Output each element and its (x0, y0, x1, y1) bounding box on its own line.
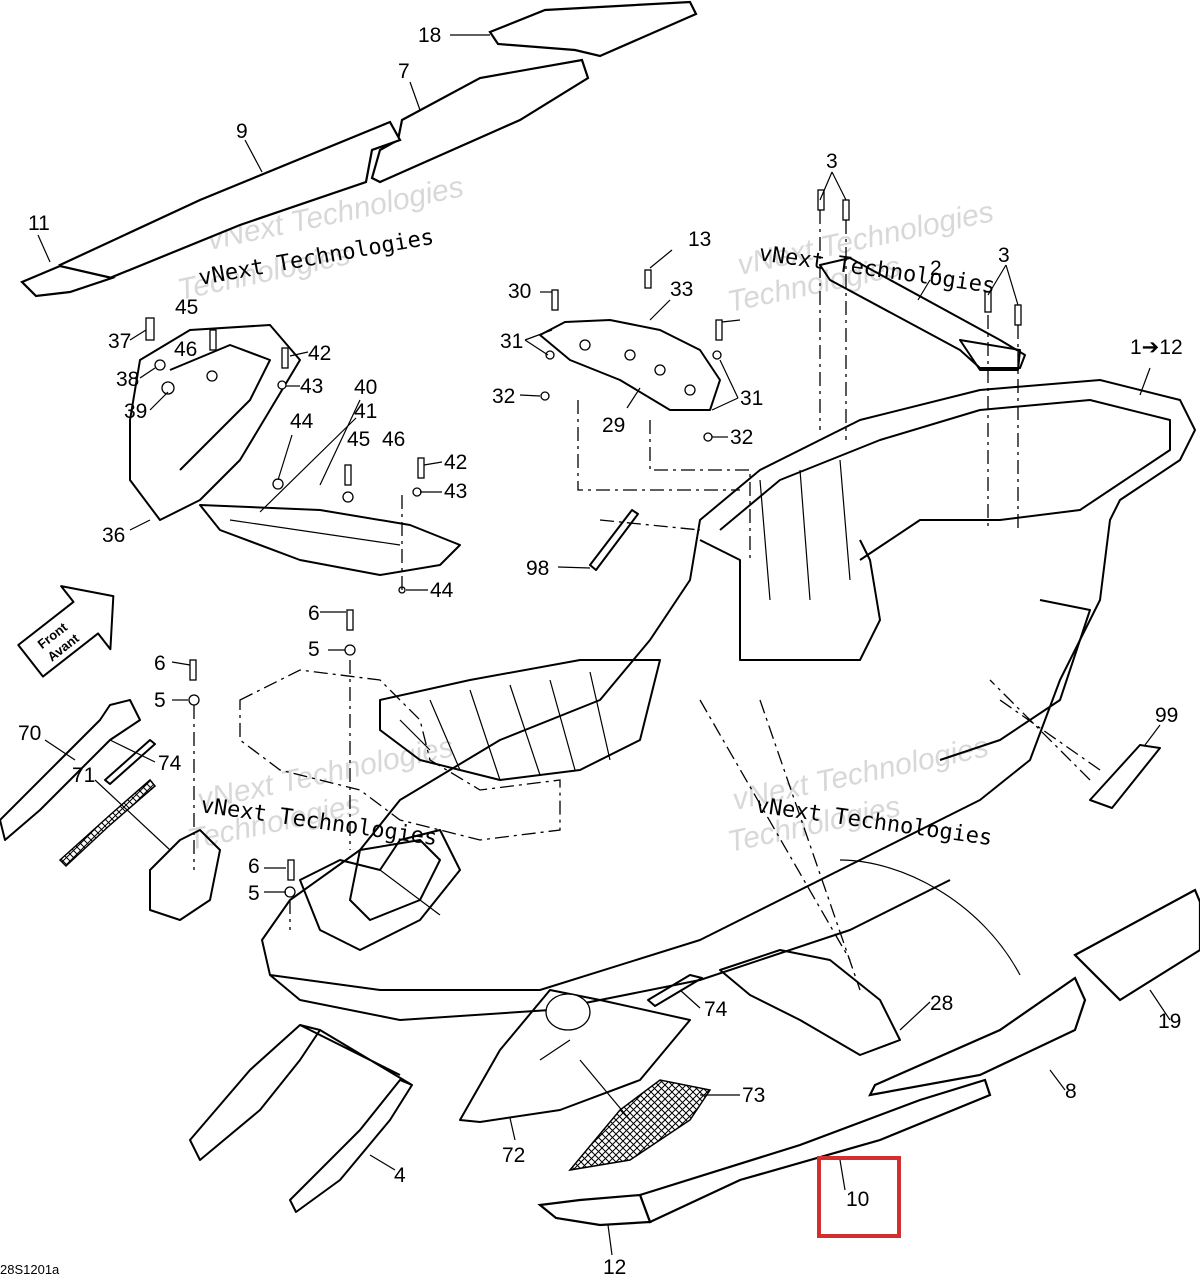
callout-label: 18 (418, 24, 441, 47)
callout-label: 70 (18, 722, 41, 745)
callout-label: 8 (1065, 1080, 1077, 1103)
callout-label: 13 (688, 228, 711, 251)
part-28 (719, 949, 901, 1056)
handle-assembly (129, 324, 461, 576)
callout-label: 3 (998, 244, 1010, 267)
leader-lines (37, 34, 1171, 1256)
side-panel (149, 829, 221, 921)
callout-label: 43 (300, 375, 323, 398)
callout-label: 4 (394, 1164, 406, 1187)
callout-label: 74 (704, 998, 728, 1021)
callout-label: 45 (175, 296, 198, 319)
callout-label: 46 (174, 338, 197, 361)
callout-label: 30 (508, 280, 531, 303)
callout-label: 9 (236, 120, 248, 143)
callout-label: 36 (102, 524, 125, 547)
callout-label: 99 (1155, 704, 1178, 727)
callout-label: 6 (308, 602, 320, 625)
callout-label: 32 (730, 426, 753, 449)
callout-label: 46 (382, 428, 405, 451)
watermark-group: vNext Technologies Technologies vNext Te… (175, 170, 997, 858)
callout-label: 2 (930, 257, 942, 280)
mat-part-10 (638, 1078, 992, 1224)
callout-label: 19 (1158, 1010, 1181, 1033)
callout-label: 6 (248, 855, 260, 878)
callout-label: 72 (502, 1144, 525, 1167)
callout-label: 5 (308, 638, 320, 661)
assembly-lines (193, 210, 1101, 991)
callout-label: 38 (116, 368, 139, 391)
callout-label: 31 (500, 330, 523, 353)
callout-label: 7 (398, 60, 410, 83)
mat-part-11 (20, 264, 117, 298)
callout-label: 5 (154, 689, 166, 712)
bottom-parts (189, 949, 901, 1213)
callout-label: 71 (72, 764, 95, 787)
part-74-bottom (647, 974, 703, 1007)
part-70 (0, 699, 141, 841)
brace-part-2 (819, 257, 1026, 371)
left-side-parts (0, 699, 221, 921)
hull-body (261, 379, 1196, 1021)
callout-label: 29 (602, 414, 625, 437)
callout-label: 42 (308, 342, 331, 365)
callout-label: 6 (154, 652, 166, 675)
seat-outline (239, 669, 561, 841)
strip-part-98 (589, 509, 639, 571)
callout-label: 3 (826, 150, 838, 173)
callout-label: 5 (248, 882, 260, 905)
front-arrow: Front Avant (17, 585, 115, 678)
part-73 (568, 1079, 712, 1172)
callout-label: 45 (347, 428, 370, 451)
callout-label: 73 (742, 1084, 765, 1107)
callout-label: 98 (526, 557, 549, 580)
callout-labels: 18 7 9 11 3 13 30 33 2 3 1➔12 45 37 46 4… (18, 24, 1183, 1277)
grill-part-99 (1089, 744, 1161, 809)
callout-label: 11 (28, 212, 50, 235)
callout-label: 44 (430, 579, 454, 602)
mat-part-19 (1073, 888, 1200, 1002)
callout-label: 31 (740, 387, 763, 410)
top-mats (20, 0, 698, 298)
callout-label: 41 (354, 400, 377, 423)
callout-label: 12 (603, 1256, 626, 1277)
callout-label: 74 (158, 752, 182, 775)
part-71 (58, 778, 157, 868)
part-4 (189, 1024, 321, 1161)
callout-label: 42 (444, 451, 467, 474)
part-74 (104, 739, 156, 785)
mat-part-8 (868, 976, 1087, 1097)
mat-part-18 (488, 0, 698, 58)
callout-label: 43 (444, 480, 467, 503)
highlight-box (817, 1156, 901, 1238)
part-72 (459, 989, 691, 1123)
callout-label: 39 (124, 400, 147, 423)
callout-label: 40 (354, 376, 377, 399)
plate-part-29 (539, 319, 721, 411)
handle-cover (129, 324, 301, 521)
callout-label: 28 (930, 992, 953, 1015)
callout-label: 37 (108, 330, 131, 353)
callout-label-highlighted: 10 (846, 1188, 869, 1211)
callout-label: 33 (670, 278, 693, 301)
callout-label: 32 (492, 385, 515, 408)
mat-part-12 (537, 1193, 652, 1227)
drawing-reference: 28S1201a (0, 1262, 60, 1277)
callout-label: 44 (290, 410, 314, 433)
bottom-mats (537, 888, 1200, 1227)
callout-label: 1➔12 (1130, 336, 1183, 359)
